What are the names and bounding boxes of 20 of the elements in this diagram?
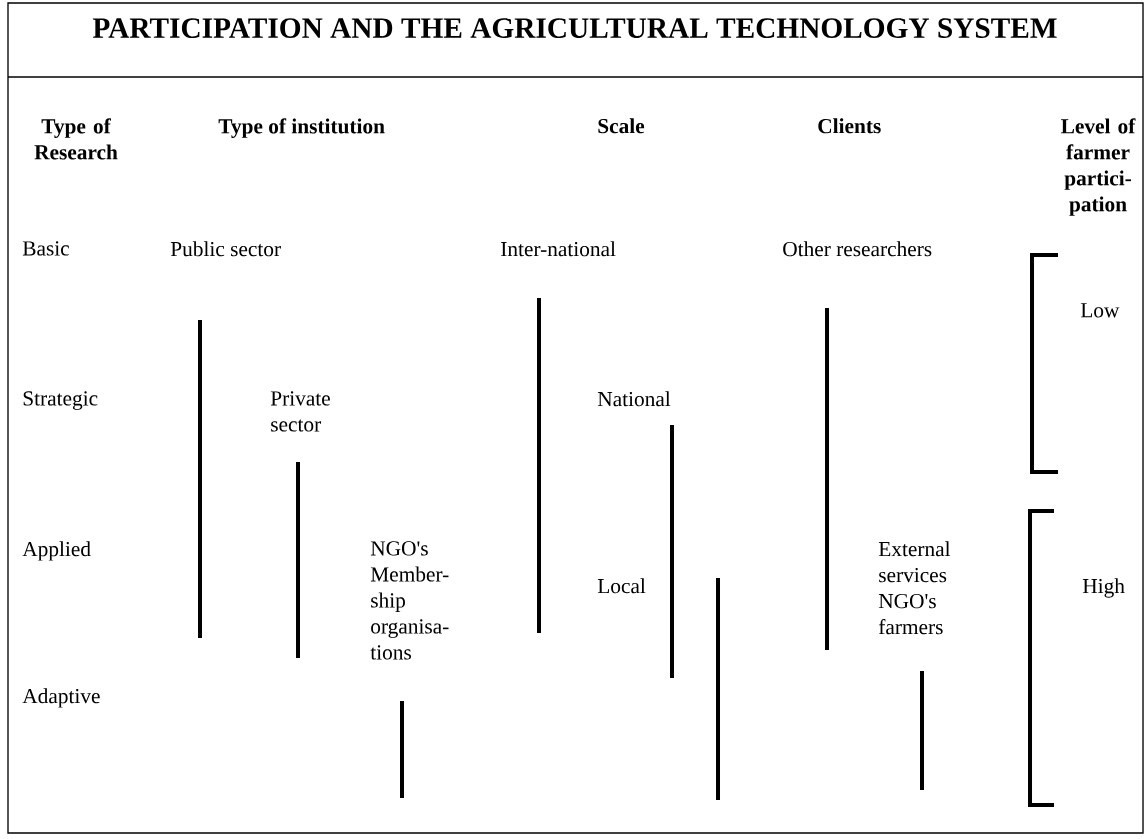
title: PARTICIPATION AND THE AGRICULTURAL TECHNOLOGY SYSTEM — [92, 18, 1057, 38]
category-label: Public sector — [170, 241, 281, 257]
column-header: Clients — [818, 118, 881, 134]
category-label: External services NGO's farmers — [878, 541, 951, 635]
column-header: Scale — [598, 118, 645, 134]
column-header: Type of Research — [34, 118, 118, 160]
category-label: Inter-national — [501, 241, 616, 257]
level-label: Low — [1080, 303, 1120, 318]
column-header: Type of institution — [218, 118, 385, 138]
row-label: Basic — [22, 241, 69, 256]
category-label: Local — [597, 578, 646, 594]
category-label: Private sector — [270, 391, 330, 432]
category-label: National — [597, 391, 671, 407]
row-label: Applied — [22, 541, 91, 561]
category-label: NGO's Member-ship organisa-tions — [370, 541, 449, 660]
level-label: High — [1082, 578, 1125, 598]
category-label: Other researchers — [783, 241, 932, 257]
row-label: Strategic — [23, 391, 98, 410]
row-label: Adaptive — [22, 688, 100, 708]
column-header: Level of farmer partici-pation — [1061, 118, 1136, 216]
